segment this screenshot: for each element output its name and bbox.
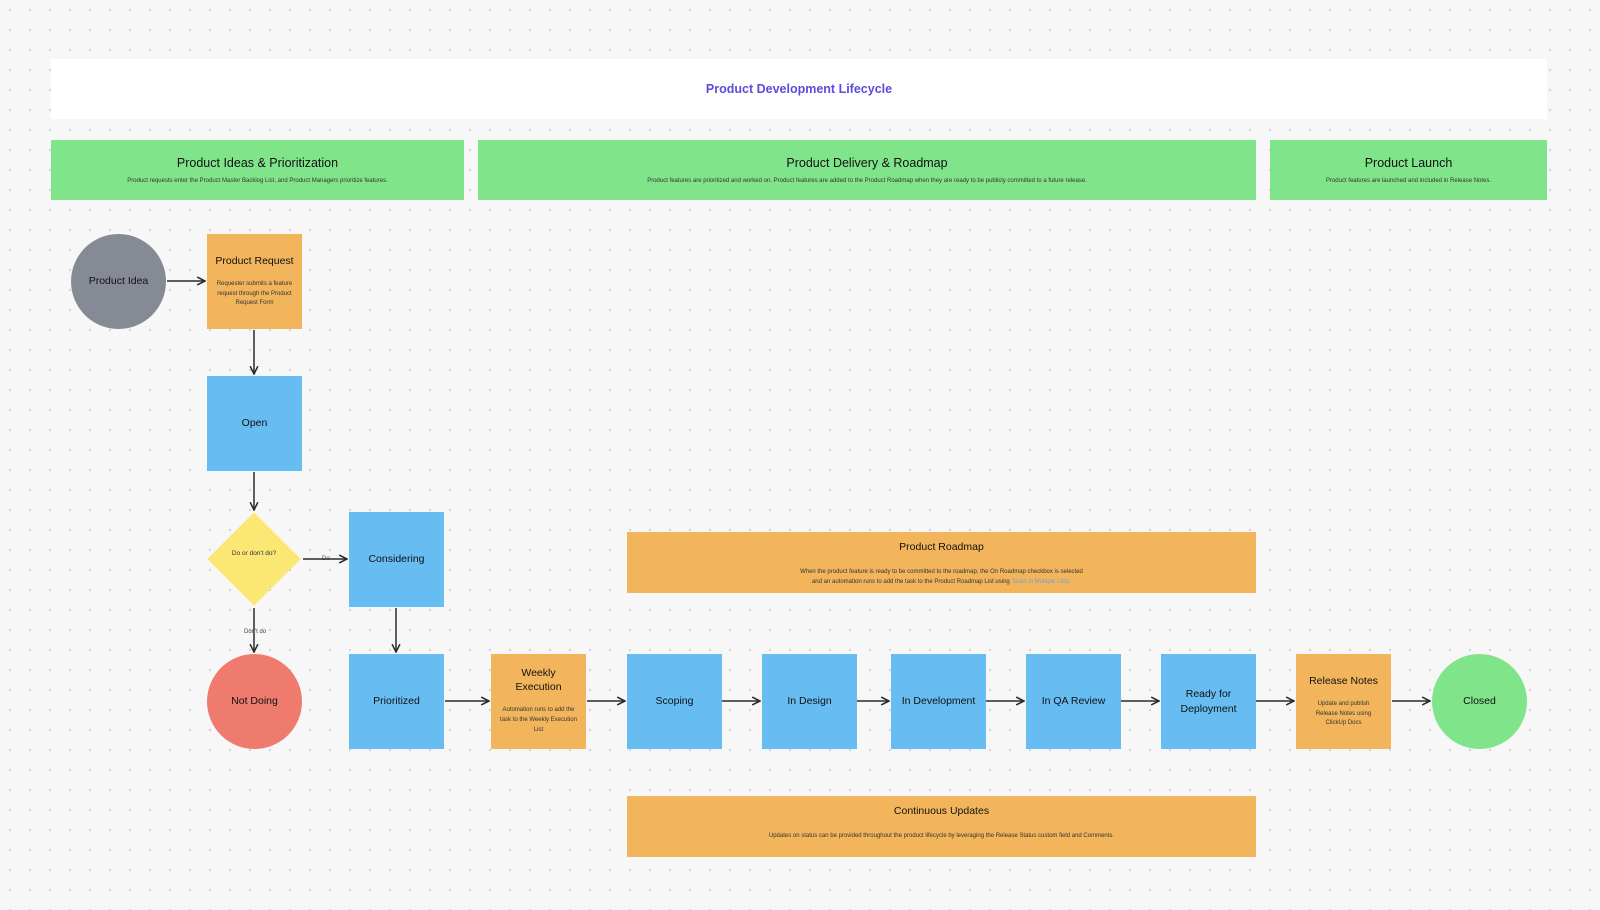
phase-description: Product features are prioritized and wor… — [647, 178, 1087, 184]
node-description: Automation runs to add the task to the W… — [500, 707, 577, 733]
diagram-title-bar: Product Development Lifecycle — [51, 59, 1547, 119]
node-label: Ready for Deployment — [1180, 688, 1237, 715]
roadmap-line-1: When the product feature is ready to be … — [800, 569, 1083, 575]
product-roadmap-banner[interactable]: Product Roadmap When the product feature… — [627, 532, 1256, 593]
phase-title: Product Delivery & Roadmap — [786, 156, 948, 170]
node-scoping[interactable]: Scoping — [627, 654, 722, 749]
tasks-in-multiple-lists-link[interactable]: Tasks in Multiple Lists. — [1011, 579, 1072, 586]
decision-label: Do or don't do? — [231, 550, 277, 557]
node-in-development[interactable]: In Development — [891, 654, 986, 749]
phase-delivery-roadmap[interactable]: Product Delivery & Roadmap Product featu… — [478, 140, 1256, 200]
node-open[interactable]: Open — [207, 376, 302, 471]
node-label: Weekly Execution — [515, 667, 562, 694]
banner-description: Updates on status can be provided throug… — [768, 833, 1115, 839]
node-label: Product Request — [215, 255, 294, 268]
node-label: Product Idea — [88, 275, 149, 288]
decision-diamond — [207, 512, 301, 606]
node-decision[interactable] — [207, 512, 301, 606]
node-in-qa-review[interactable]: In QA Review — [1026, 654, 1121, 749]
node-label: Not Doing — [231, 695, 278, 708]
node-label: In Development — [901, 695, 976, 708]
node-label: Considering — [368, 553, 425, 566]
node-release-notes[interactable]: Release Notes Update and publish Release… — [1296, 654, 1391, 749]
roadmap-line-2: and an automation runs to add the task t… — [811, 579, 1010, 586]
node-closed[interactable]: Closed — [1432, 654, 1527, 749]
node-not-doing[interactable]: Not Doing — [207, 654, 302, 749]
banner-title: Continuous Updates — [893, 805, 990, 817]
node-label: Scoping — [655, 695, 694, 708]
node-label: Prioritized — [373, 695, 420, 708]
phase-description: Product requests enter the Product Maste… — [127, 178, 388, 184]
phase-description: Product features are launched and includ… — [1325, 178, 1492, 184]
node-label: In QA Review — [1041, 695, 1106, 708]
node-description: Update and publish Release Notes using C… — [1315, 701, 1372, 727]
node-product-idea[interactable]: Product Idea — [71, 234, 166, 329]
node-considering[interactable]: Considering — [349, 512, 444, 607]
edge-label-dont-do: Don't do — [244, 629, 267, 635]
banner-description: When the product feature is ready to be … — [800, 567, 1083, 587]
continuous-updates-banner[interactable]: Continuous Updates Updates on status can… — [627, 796, 1256, 857]
node-in-design[interactable]: In Design — [762, 654, 857, 749]
node-label: Release Notes — [1309, 675, 1378, 688]
node-ready-for-deployment[interactable]: Ready for Deployment — [1161, 654, 1256, 749]
phase-title: Product Launch — [1364, 156, 1453, 170]
node-description: Requester submits a feature request thro… — [216, 281, 293, 307]
node-label: Closed — [1463, 695, 1496, 708]
phase-title: Product Ideas & Prioritization — [176, 156, 339, 170]
node-prioritized[interactable]: Prioritized — [349, 654, 444, 749]
node-product-request[interactable]: Product Request Requester submits a feat… — [207, 234, 302, 329]
edge-label-do: Do — [322, 556, 330, 562]
node-weekly-execution[interactable]: Weekly Execution Automation runs to add … — [491, 654, 586, 749]
diagram-title: Product Development Lifecycle — [705, 82, 893, 96]
node-label: Open — [241, 417, 268, 430]
phase-launch[interactable]: Product Launch Product features are laun… — [1270, 140, 1547, 200]
banner-title: Product Roadmap — [899, 541, 984, 553]
node-label: In Design — [787, 695, 832, 708]
phase-ideas-prioritization[interactable]: Product Ideas & Prioritization Product r… — [51, 140, 464, 200]
